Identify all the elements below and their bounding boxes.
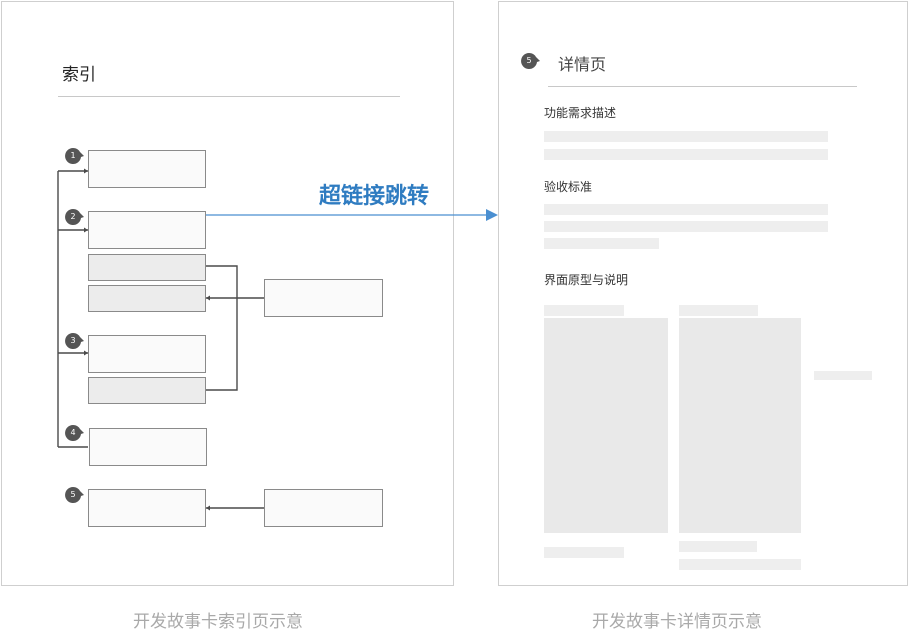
placeholder-line [544,204,828,215]
placeholder-line [544,238,659,249]
placeholder-line [544,221,828,232]
index-subbox-2a [88,254,206,281]
prototype-image-placeholder [544,318,668,533]
index-box-4 [89,428,207,466]
index-side-box-a [264,279,383,317]
badge-1: 1 [65,147,85,167]
placeholder-label [544,305,624,316]
placeholder-line [544,149,828,160]
index-page-caption: 开发故事卡索引页示意 [133,612,303,632]
index-subbox-2b [88,285,206,312]
badge-3: 3 [65,332,85,352]
badge-4: 4 [65,424,85,444]
index-title-rule [58,96,400,97]
section-requirements: 功能需求描述 [544,106,617,120]
placeholder-label [679,305,758,316]
section-prototype: 界面原型与说明 [544,273,629,287]
hyperlink-label: 超链接跳转 [319,184,430,209]
badge-2: 2 [65,208,85,228]
detail-page-caption: 开发故事卡详情页示意 [592,612,762,632]
index-side-box-b [264,489,383,527]
index-box-3 [88,335,206,373]
index-box-5 [88,489,206,527]
badge-5: 5 [65,486,85,506]
index-page-title: 索引 [62,65,96,85]
placeholder-label [544,547,624,558]
prototype-image-placeholder [679,318,801,533]
detail-badge: 5 [521,52,541,72]
placeholder-line [544,131,828,142]
section-acceptance: 验收标准 [544,180,593,194]
index-subbox-3a [88,377,206,404]
placeholder-label [679,541,757,552]
index-box-1 [88,150,206,188]
detail-title-rule [548,86,857,87]
placeholder-note [814,371,872,380]
detail-page-title: 详情页 [558,55,607,74]
index-box-2 [88,211,206,249]
placeholder-label [679,559,801,570]
